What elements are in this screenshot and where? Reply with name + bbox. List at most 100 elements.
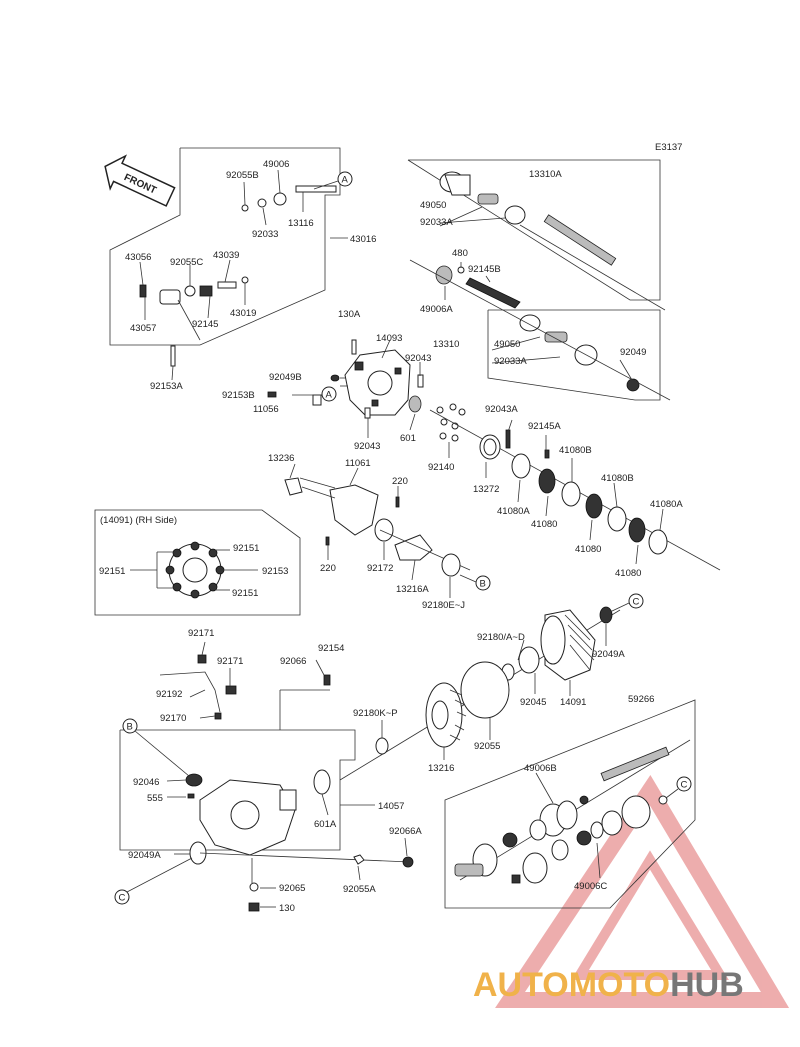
label-13310: 13310: [433, 339, 459, 350]
svg-text:C: C: [119, 893, 126, 904]
rh-side-inset: [94, 509, 301, 616]
group-13310A-outline: [407, 159, 661, 301]
label-13116: 13116: [288, 218, 314, 229]
svg-text:C: C: [681, 780, 688, 791]
plug-92066A: [402, 856, 414, 868]
callout-a-mid: A: [321, 386, 337, 402]
label-92145: 92145: [192, 319, 218, 330]
plug-92171a: [197, 654, 207, 664]
label-92154: 92154: [318, 643, 344, 654]
label-92145A: 92145A: [528, 421, 561, 432]
label-92180EJ: 92180E~J: [422, 600, 465, 611]
bearing-92172: [374, 518, 394, 542]
label-41080Aa: 41080A: [497, 506, 530, 517]
bearing-601A: [313, 769, 331, 795]
label-92171a: 92171: [188, 628, 214, 639]
label-130A: 130A: [338, 309, 361, 320]
group-43016-outline: [109, 147, 341, 346]
main-housing-14057: [199, 779, 297, 856]
rh-side-flange: [165, 541, 225, 599]
callout-c-right: C: [676, 776, 692, 792]
label-92033: 92033: [252, 229, 278, 240]
housing-cover-14093: [344, 349, 411, 416]
label-49006B: 49006B: [524, 763, 557, 774]
label-92033Aa: 92033A: [420, 217, 453, 228]
label-43057: 43057: [130, 323, 156, 334]
group-14057-outline: [119, 729, 356, 851]
label-41080c: 41080: [615, 568, 641, 579]
label-92066: 92066: [280, 656, 306, 667]
callout-a-top: A: [337, 171, 353, 187]
label-92151c: 92151: [232, 588, 258, 599]
label-92151a: 92151: [233, 543, 259, 554]
svg-text:A: A: [326, 390, 333, 401]
label-43056: 43056: [125, 252, 151, 263]
label-11056: 11056: [253, 404, 279, 415]
label-59266: 59266: [628, 694, 654, 705]
bolt-92153A: [170, 345, 176, 367]
label-92170: 92170: [160, 713, 186, 724]
label-92145B: 92145B: [468, 264, 501, 275]
leader-lines: [139, 169, 664, 908]
clutch-pack: [479, 429, 668, 555]
label-130: 130: [279, 903, 295, 914]
label-92055: 92055: [474, 741, 500, 752]
callout-c-upper: C: [628, 593, 644, 609]
callout-c-left: C: [114, 889, 130, 905]
group-59266-outline: [444, 699, 696, 909]
label-92180AD: 92180/A~D: [477, 632, 525, 643]
label-49006A: 49006A: [420, 304, 453, 315]
sensor-13236: [284, 477, 303, 496]
bracket-11056: [312, 394, 322, 406]
shim-92180K-P: [375, 737, 389, 755]
label-14057: 14057: [378, 801, 404, 812]
breather-parts-43016: [139, 185, 337, 305]
label-13310A: 13310A: [529, 169, 562, 180]
label-13272: 13272: [473, 484, 499, 495]
label-49050b: 49050: [494, 339, 520, 350]
bolt-130A: [351, 339, 357, 355]
label-92140: 92140: [428, 462, 454, 473]
label-92055C: 92055C: [170, 257, 203, 268]
svg-text:B: B: [480, 579, 486, 590]
label-220a: 220: [392, 476, 408, 487]
axle-shaft-59266: [600, 746, 670, 782]
label-43019: 43019: [230, 308, 256, 319]
label-13236: 13236: [268, 453, 294, 464]
label-11061: 11061: [345, 458, 371, 469]
label-41080Bb: 41080B: [601, 473, 634, 484]
watermark-text: AUTOMOTOHUB: [473, 966, 744, 1004]
label-480: 480: [452, 248, 468, 259]
label-555: 555: [147, 793, 163, 804]
label-49006C: 49006C: [574, 881, 607, 892]
label-92033Ab: 92033A: [494, 356, 527, 367]
ring-gear-13216: [425, 682, 467, 748]
label-92043a: 92043: [405, 353, 431, 364]
label-92049B: 92049B: [269, 372, 302, 383]
callout-b-left: B: [122, 718, 138, 734]
label-13216A: 13216A: [396, 584, 429, 595]
gasket-92065: [249, 882, 259, 892]
breather-tube-92192: [159, 671, 221, 713]
label-92153: 92153: [262, 566, 288, 577]
bearing-92045: [518, 646, 540, 674]
label-41080a: 41080: [531, 519, 557, 530]
yoke-13310A: [439, 171, 526, 225]
label-601A: 601A: [314, 819, 337, 830]
clamp-92170: [214, 712, 222, 720]
callout-b-right: B: [475, 575, 491, 591]
label-92171b: 92171: [217, 656, 243, 667]
label-41080Ab: 41080A: [650, 499, 683, 510]
propeller-shaft-13310A: [543, 214, 617, 266]
label-92049Ab: 92049A: [128, 850, 161, 861]
label-92043b: 92043: [354, 441, 380, 452]
cv-joint-49006B: [454, 800, 578, 884]
label-14093: 14093: [376, 333, 402, 344]
label-92055A: 92055A: [343, 884, 376, 895]
label-41080b: 41080: [575, 544, 601, 555]
svg-text:A: A: [342, 175, 349, 186]
label-49006: 49006: [263, 159, 289, 170]
balls-92140: [436, 403, 466, 442]
